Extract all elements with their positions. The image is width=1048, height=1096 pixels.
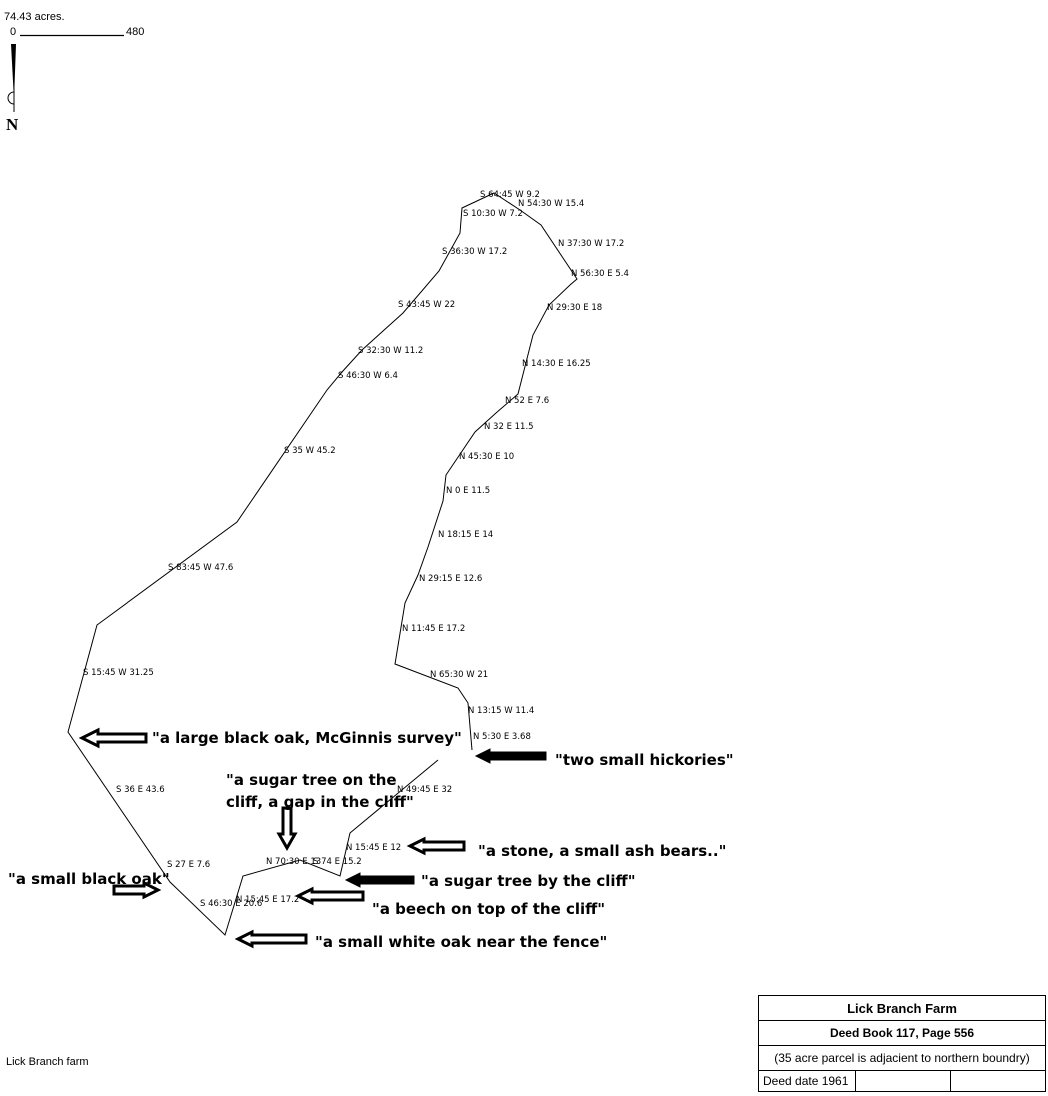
title-block-deed-ref: Deed Book 117, Page 556 — [758, 1020, 1046, 1046]
bearing-label: N 18:15 E 14 — [438, 530, 493, 540]
scale-end-label: 480 — [126, 26, 144, 38]
arrow-left-icon — [344, 872, 415, 888]
note-small-black-oak: "a small black oak" — [8, 870, 170, 888]
arrow-left-icon — [294, 886, 365, 906]
title-block-title: Lick Branch Farm — [758, 995, 1046, 1021]
arrow-right-icon — [112, 880, 162, 900]
bearing-label: N 13:15 W 11.4 — [468, 706, 534, 716]
note-stone-ash: "a stone, a small ash bears.." — [478, 842, 726, 860]
bearing-label: N 70:30 E 13 — [266, 857, 321, 867]
bearing-label: N 15:45 E 17.2 — [236, 895, 299, 905]
bearing-label: S 46:30 W 6.4 — [338, 371, 398, 381]
bearing-label: S 64:45 W 9.2 — [480, 190, 540, 200]
note-beech: "a beech on top of the cliff" — [372, 900, 605, 918]
bearing-label: S 35 W 45.2 — [284, 446, 336, 456]
bearing-label: S 27 E 7.6 — [167, 860, 210, 870]
acreage-label: 74.43 acres. — [4, 11, 65, 23]
bearing-label: N 14:30 E 16.25 — [522, 359, 591, 369]
arrow-left-icon — [406, 836, 466, 856]
bearing-label: S 10:30 W 7.2 — [463, 209, 523, 219]
footer-label: Lick Branch farm — [6, 1056, 89, 1068]
bearing-label: N 29:15 E 12.6 — [419, 574, 482, 584]
note-white-oak: "a small white oak near the fence" — [315, 933, 607, 951]
bearing-label: S 36 E 43.6 — [116, 785, 165, 795]
bearing-label: N 52 E 7.6 — [505, 396, 549, 406]
title-block-empty-cell — [855, 1070, 951, 1092]
bearing-label: N 56:30 E 5.4 — [571, 269, 629, 279]
bearing-label: N 5:30 E 3.68 — [473, 732, 531, 742]
arrow-left-icon — [234, 929, 308, 949]
bearing-labels: S 64:45 W 9.2 N 54:30 W 15.4 S 10:30 W 7… — [83, 190, 629, 909]
scale-start-label: 0 — [10, 26, 16, 38]
pointer-arrows — [78, 727, 547, 949]
parcel-boundary — [67, 192, 578, 936]
bearing-label: S 83:45 W 47.6 — [168, 563, 233, 573]
arrow-down-icon — [276, 806, 298, 852]
title-block: Lick Branch Farm Deed Book 117, Page 556… — [758, 995, 1047, 1092]
note-sugar-tree-by-cliff: "a sugar tree by the cliff" — [421, 872, 636, 890]
title-block-empty-cell — [949, 1070, 1047, 1092]
bearing-label: S 36:30 W 17.2 — [442, 247, 507, 257]
bearing-label: S 46:30 E 20.6 — [200, 899, 262, 909]
bearing-label: S 15:45 W 31.25 — [83, 668, 154, 678]
bearing-label: N 54:30 W 15.4 — [518, 199, 584, 209]
landmark-notes: "a large black oak, McGinnis survey" "tw… — [8, 729, 734, 951]
note-sugar-tree-cliff-line2: cliff, a gap in the cliff" — [226, 793, 414, 811]
title-block-note: (35 acre parcel is adjacient to northern… — [758, 1045, 1046, 1071]
north-label: N — [6, 115, 19, 134]
north-arrow-icon — [7, 44, 16, 112]
note-large-black-oak: "a large black oak, McGinnis survey" — [152, 729, 462, 747]
note-sugar-tree-cliff-line1: "a sugar tree on the — [226, 771, 397, 789]
arrow-left-icon — [474, 748, 547, 764]
bearing-label: N 45:30 E 10 — [459, 452, 514, 462]
bearing-label: N 49:45 E 32 — [397, 785, 452, 795]
bearing-label: N 65:30 W 21 — [430, 670, 488, 680]
bearing-label: N 0 E 11.5 — [446, 486, 490, 496]
bearing-label: N 37:30 W 17.2 — [558, 239, 624, 249]
bearing-label: S 32:30 W 11.2 — [358, 346, 423, 356]
note-two-hickories: "two small hickories" — [555, 751, 734, 769]
bearing-label: N 32 E 11.5 — [484, 422, 534, 432]
bearing-label: N 15:45 E 12 — [346, 843, 401, 853]
bearing-label: N 29:30 E 18 — [547, 303, 602, 313]
bearing-label: N 11:45 E 17.2 — [402, 624, 465, 634]
title-block-deed-date: Deed date 1961 — [758, 1070, 856, 1092]
bearing-label: S 43:45 W 22 — [398, 300, 455, 310]
bearing-label: S 74 E 15.2 — [313, 857, 362, 867]
arrow-left-icon — [78, 727, 148, 749]
